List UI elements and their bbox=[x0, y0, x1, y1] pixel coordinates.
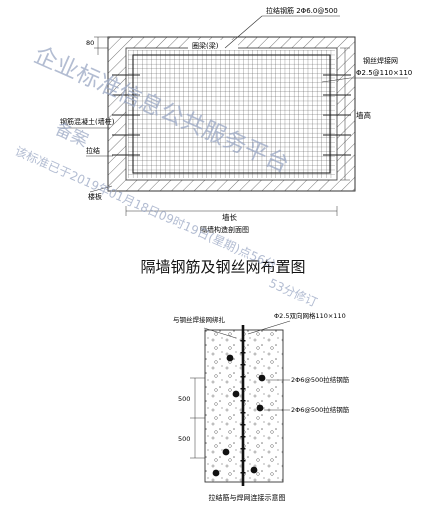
label-connection-caption: 拉结筋与焊网连接示意图 bbox=[209, 493, 286, 502]
label-side-small: 拉结 bbox=[86, 146, 100, 155]
label-dim-80: 80 bbox=[86, 39, 94, 47]
beam-label-bg bbox=[188, 40, 238, 50]
label-mesh-2: Φ2.5@110×110 bbox=[356, 69, 412, 77]
tie-connection-drawing: 与钢丝焊接网绑扎 Φ2.5双向网格110×110 2Φ6@500拉结钢筋 2Φ6… bbox=[173, 311, 350, 502]
label-wall-height: 墙高 bbox=[356, 110, 371, 120]
label-wall-length: 墙长 bbox=[222, 212, 237, 222]
label-column: 钢筋混凝土(墙柱) bbox=[60, 117, 115, 126]
mesh-nodes bbox=[240, 340, 246, 474]
tie-rebars bbox=[112, 74, 351, 156]
label-tie-b: 2Φ6@500拉结钢筋 bbox=[291, 405, 350, 414]
label-tie-rebar: 拉结钢筋 2Φ6.0@500 bbox=[266, 6, 338, 15]
figure-title: 隔墙钢筋及钢丝网布置图 bbox=[140, 258, 305, 276]
wall-elevation-drawing: 圈梁(梁) 拉结钢筋 2Φ6.0@500 钢丝焊接网 Φ2.5@110×110 … bbox=[60, 6, 412, 234]
leader-mesh bbox=[321, 77, 351, 83]
leader-floor bbox=[89, 185, 113, 193]
beam-label: 圈梁(梁) bbox=[192, 41, 219, 50]
tie-rebar-dots bbox=[212, 354, 266, 477]
label-dim-500-a: 500 bbox=[178, 395, 190, 403]
leader-tie-rebar bbox=[224, 15, 263, 49]
label-tie-binding: 与钢丝焊接网绑扎 bbox=[173, 315, 226, 324]
label-mesh-spec: Φ2.5双向网格110×110 bbox=[274, 311, 346, 320]
label-tie-a: 2Φ6@500拉结钢筋 bbox=[291, 375, 350, 384]
label-dim-500-b: 500 bbox=[178, 435, 190, 443]
wire-mesh bbox=[128, 50, 335, 178]
watermark-line4: 53分修订 bbox=[267, 275, 320, 310]
label-mesh-1: 钢丝焊接网 bbox=[363, 56, 398, 65]
leader-mesh-spec bbox=[247, 320, 291, 335]
leader-binding bbox=[203, 327, 237, 339]
label-floor-slab: 楼板 bbox=[88, 192, 102, 201]
mesh-border bbox=[132, 54, 331, 174]
label-elevation-caption: 隔墙构造剖面图 bbox=[200, 225, 249, 234]
